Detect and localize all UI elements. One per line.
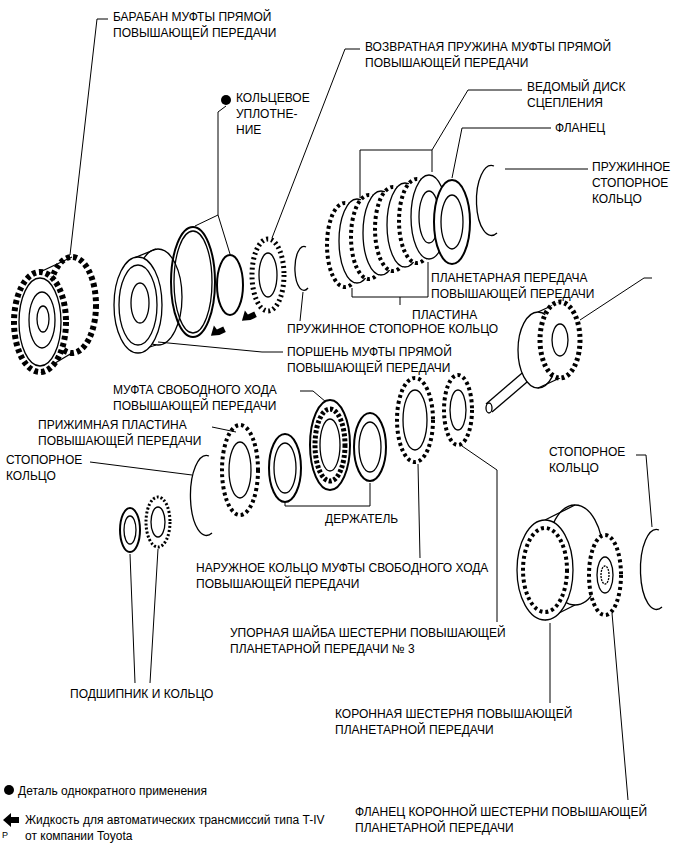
- part-label: ДЕРЖАТЕЛЬ: [325, 511, 425, 527]
- label-slot: БАРАБАН МУФТЫ ПРЯМОЙ ПОВЫШАЮЩЕЙ ПЕРЕДАЧИ: [113, 9, 313, 41]
- part-label: КОЛЬЦЕВОЕ УПЛОТНЕ- НИЕ: [236, 90, 324, 138]
- part-label: СТОПОРНОЕ КОЛЬЦО: [549, 444, 639, 476]
- part-label: ПОДШИПНИК И КОЛЬЦО: [70, 686, 270, 702]
- label-slot: ПЛАСТИНА: [412, 307, 502, 323]
- part-label: КОРОННАЯ ШЕСТЕРНЯ ПОВЫШАЮЩЕЙ ПЛАНЕТАРНОЙ…: [335, 706, 615, 738]
- label-slot: Жидкость для автоматических трансмиссий …: [25, 812, 325, 844]
- label-slot: ПОРШЕНЬ МУФТЫ ПРЯМОЙ ПОВЫШАЮЩЕЙ ПЕРЕДАЧИ: [287, 344, 487, 376]
- label-slot: ДЕРЖАТЕЛЬ: [325, 511, 425, 527]
- part-label: СТОПОРНОЕ КОЛЬЦО: [6, 452, 96, 484]
- part-label: ФЛАНЕЦ КОРОННОЙ ШЕСТЕРНИ ПОВЫШАЮЩЕЙ ПЛАН…: [355, 804, 680, 836]
- part-label: ПРУЖИННОЕ СТОПОРНОЕ КОЛЬЦО: [287, 321, 547, 337]
- part-label: ПРУЖИННОЕ СТОПОРНОЕ КОЛЬЦО: [592, 159, 687, 207]
- label-slot: МУФТА СВОБОДНОГО ХОДА ПОВЫШАЮЩЕЙ ПЕРЕДАЧ…: [113, 382, 318, 414]
- label-slot: ВЕДОМЫЙ ДИСК СЦЕПЛЕНИЯ: [527, 79, 652, 111]
- label-slot: УПОРНАЯ ШАЙБА ШЕСТЕРНИ ПОВЫШАЮЩЕЙ ПЛАНЕТ…: [230, 625, 550, 657]
- legend-dot: [4, 785, 14, 795]
- part-label: ПЛАНЕТАРНАЯ ПЕРЕДАЧА ПОВЫШАЮЩЕЙ ПЕРЕДАЧИ: [431, 270, 631, 302]
- part-label: НАРУЖНОЕ КОЛЬЦО МУФТЫ СВОБОДНОГО ХОДА ПО…: [196, 560, 496, 592]
- label-slot: СТОПОРНОЕ КОЛЬЦО: [6, 452, 96, 484]
- part-label: БАРАБАН МУФТЫ ПРЯМОЙ ПОВЫШАЮЩЕЙ ПЕРЕДАЧИ: [113, 9, 313, 41]
- part-label: ФЛАНЕЦ: [555, 120, 645, 136]
- label-slot: ВОЗВРАТНАЯ ПРУЖИНА МУФТЫ ПРЯМОЙ ПОВЫШАЮЩ…: [365, 39, 665, 71]
- label-slot: Деталь однократного применения: [18, 783, 318, 799]
- part-label: ПОРШЕНЬ МУФТЫ ПРЯМОЙ ПОВЫШАЮЩЕЙ ПЕРЕДАЧИ: [287, 344, 487, 376]
- part-label: ПЛАСТИНА: [412, 307, 502, 323]
- label-slot: СТОПОРНОЕ КОЛЬЦО: [549, 444, 639, 476]
- part-label: ПРИЖИМНАЯ ПЛАСТИНА ПОВЫШАЮЩЕЙ ПЕРЕДАЧИ: [38, 417, 223, 449]
- part-label: ВОЗВРАТНАЯ ПРУЖИНА МУФТЫ ПРЯМОЙ ПОВЫШАЮЩ…: [365, 39, 665, 71]
- legend-arrow: [3, 813, 19, 827]
- label-slot: P: [2, 829, 16, 841]
- label-slot: ФЛАНЕЦ КОРОННОЙ ШЕСТЕРНИ ПОВЫШАЮЩЕЙ ПЛАН…: [355, 804, 680, 836]
- part-label: МУФТА СВОБОДНОГО ХОДА ПОВЫШАЮЩЕЙ ПЕРЕДАЧ…: [113, 382, 318, 414]
- label-slot: ПРУЖИННОЕ СТОПОРНОЕ КОЛЬЦО: [592, 159, 687, 207]
- part-label: ВЕДОМЫЙ ДИСК СЦЕПЛЕНИЯ: [527, 79, 652, 111]
- label-slot: ПРУЖИННОЕ СТОПОРНОЕ КОЛЬЦО: [287, 321, 547, 337]
- part-label: УПОРНАЯ ШАЙБА ШЕСТЕРНИ ПОВЫШАЮЩЕЙ ПЛАНЕТ…: [230, 625, 550, 657]
- label-slot: ПРИЖИМНАЯ ПЛАСТИНА ПОВЫШАЮЩЕЙ ПЕРЕДАЧИ: [38, 417, 223, 449]
- label-slot: КОРОННАЯ ШЕСТЕРНЯ ПОВЫШАЮЩЕЙ ПЛАНЕТАРНОЙ…: [335, 706, 615, 738]
- legend-text: Жидкость для автоматических трансмиссий …: [25, 812, 325, 844]
- label-slot: КОЛЬЦЕВОЕ УПЛОТНЕ- НИЕ: [236, 90, 324, 138]
- label-slot: НАРУЖНОЕ КОЛЬЦО МУФТЫ СВОБОДНОГО ХОДА ПО…: [196, 560, 496, 592]
- label-slot: ФЛАНЕЦ: [555, 120, 645, 136]
- label-slot: ПЛАНЕТАРНАЯ ПЕРЕДАЧА ПОВЫШАЮЩЕЙ ПЕРЕДАЧИ: [431, 270, 631, 302]
- label-slot: ПОДШИПНИК И КОЛЬЦО: [70, 686, 270, 702]
- legend-text: Деталь однократного применения: [18, 783, 318, 799]
- part-label: P: [2, 829, 16, 841]
